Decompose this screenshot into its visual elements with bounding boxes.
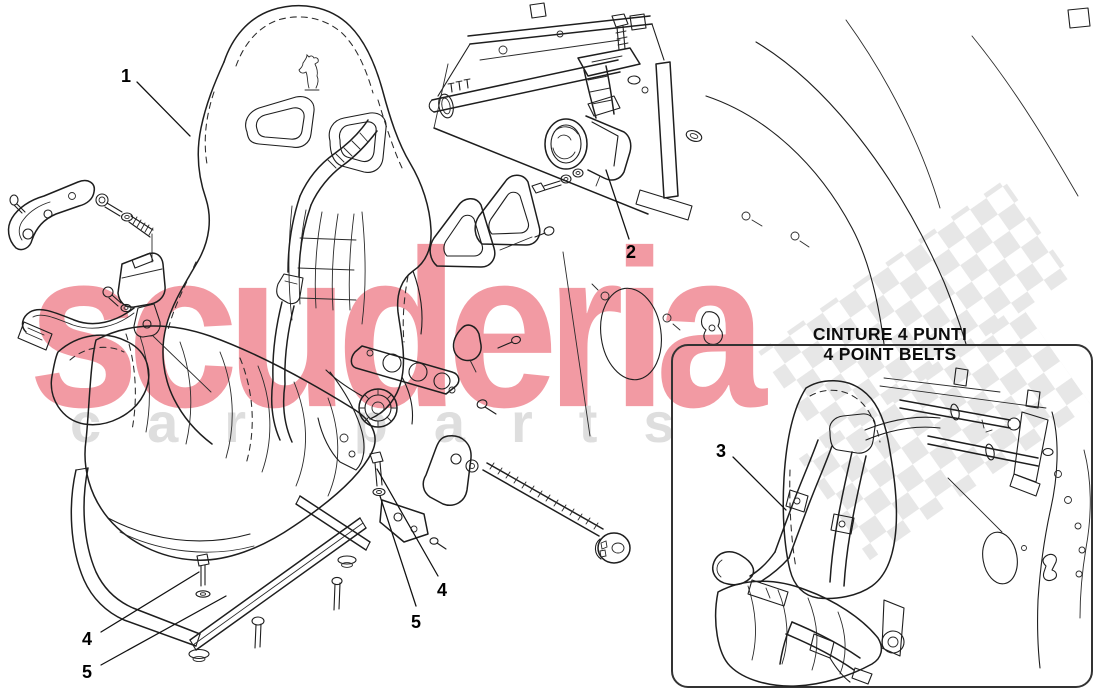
four-point-harness — [712, 439, 873, 685]
callout-leader-lines — [100, 81, 787, 666]
harness-trim-bezels — [429, 174, 555, 268]
callout-5-right: 5 — [411, 612, 422, 632]
harness-snap-hook — [712, 550, 789, 607]
hook-bracket — [452, 324, 521, 373]
seat-belt-retractor — [544, 65, 632, 187]
rail-bolt-right — [331, 576, 343, 611]
inset-box-border — [671, 344, 1093, 688]
threaded-rod-knob — [482, 462, 631, 564]
rail-bolt-left — [195, 553, 211, 598]
recline-mechanism — [317, 369, 398, 471]
rail-foot-left — [188, 648, 210, 663]
retractor-bolt-washers — [531, 168, 584, 194]
buckle-cable — [17, 307, 135, 351]
body-panel-lines — [562, 7, 1091, 437]
shield-plate — [422, 435, 479, 506]
seat-rails — [188, 495, 371, 663]
inset-title-line2: 4 POINT BELTS — [823, 344, 957, 365]
callout-4-right: 4 — [437, 580, 448, 600]
inset-title: CINTURE 4 PUNTI 4 POINT BELTS — [770, 324, 1010, 365]
callout-4-left: 4 — [82, 629, 93, 649]
side-bracket — [7, 179, 96, 251]
bracket-screw — [9, 194, 26, 214]
watermark-subtitle-text: car parts — [70, 391, 721, 454]
callout-3-four-point-belt: 3 — [716, 441, 727, 461]
side-mounting-plate — [350, 345, 497, 415]
belt-tongue — [276, 273, 304, 305]
seat-frame-tube — [70, 467, 201, 647]
callout-2-retractor: 2 — [626, 242, 637, 262]
seat-cushion — [50, 325, 376, 561]
cable-screw-washer — [102, 286, 132, 313]
ferrari-logo-icon — [298, 53, 320, 91]
belt-guide-bar — [428, 59, 621, 119]
bolt-washer-right — [369, 451, 386, 497]
checkered-flag-watermark — [758, 179, 1092, 561]
door-latch-striker — [700, 311, 723, 345]
chassis-crossmember — [433, 2, 693, 221]
rail-foot-right — [337, 555, 357, 568]
callout-5-left: 5 — [82, 662, 93, 682]
callout-1-seat: 1 — [121, 66, 132, 86]
screw-spring-group — [95, 193, 154, 263]
belt-buckle — [117, 252, 212, 393]
speaker-oval — [591, 283, 681, 381]
inset-panel — [671, 344, 1093, 688]
inset-title-line1: CINTURE 4 PUNTI — [812, 324, 968, 344]
seat-belt-strap — [270, 119, 378, 443]
inset-chassis — [864, 367, 1091, 669]
seat-backrest — [162, 4, 432, 445]
rail-carriage-bolt — [251, 616, 265, 649]
